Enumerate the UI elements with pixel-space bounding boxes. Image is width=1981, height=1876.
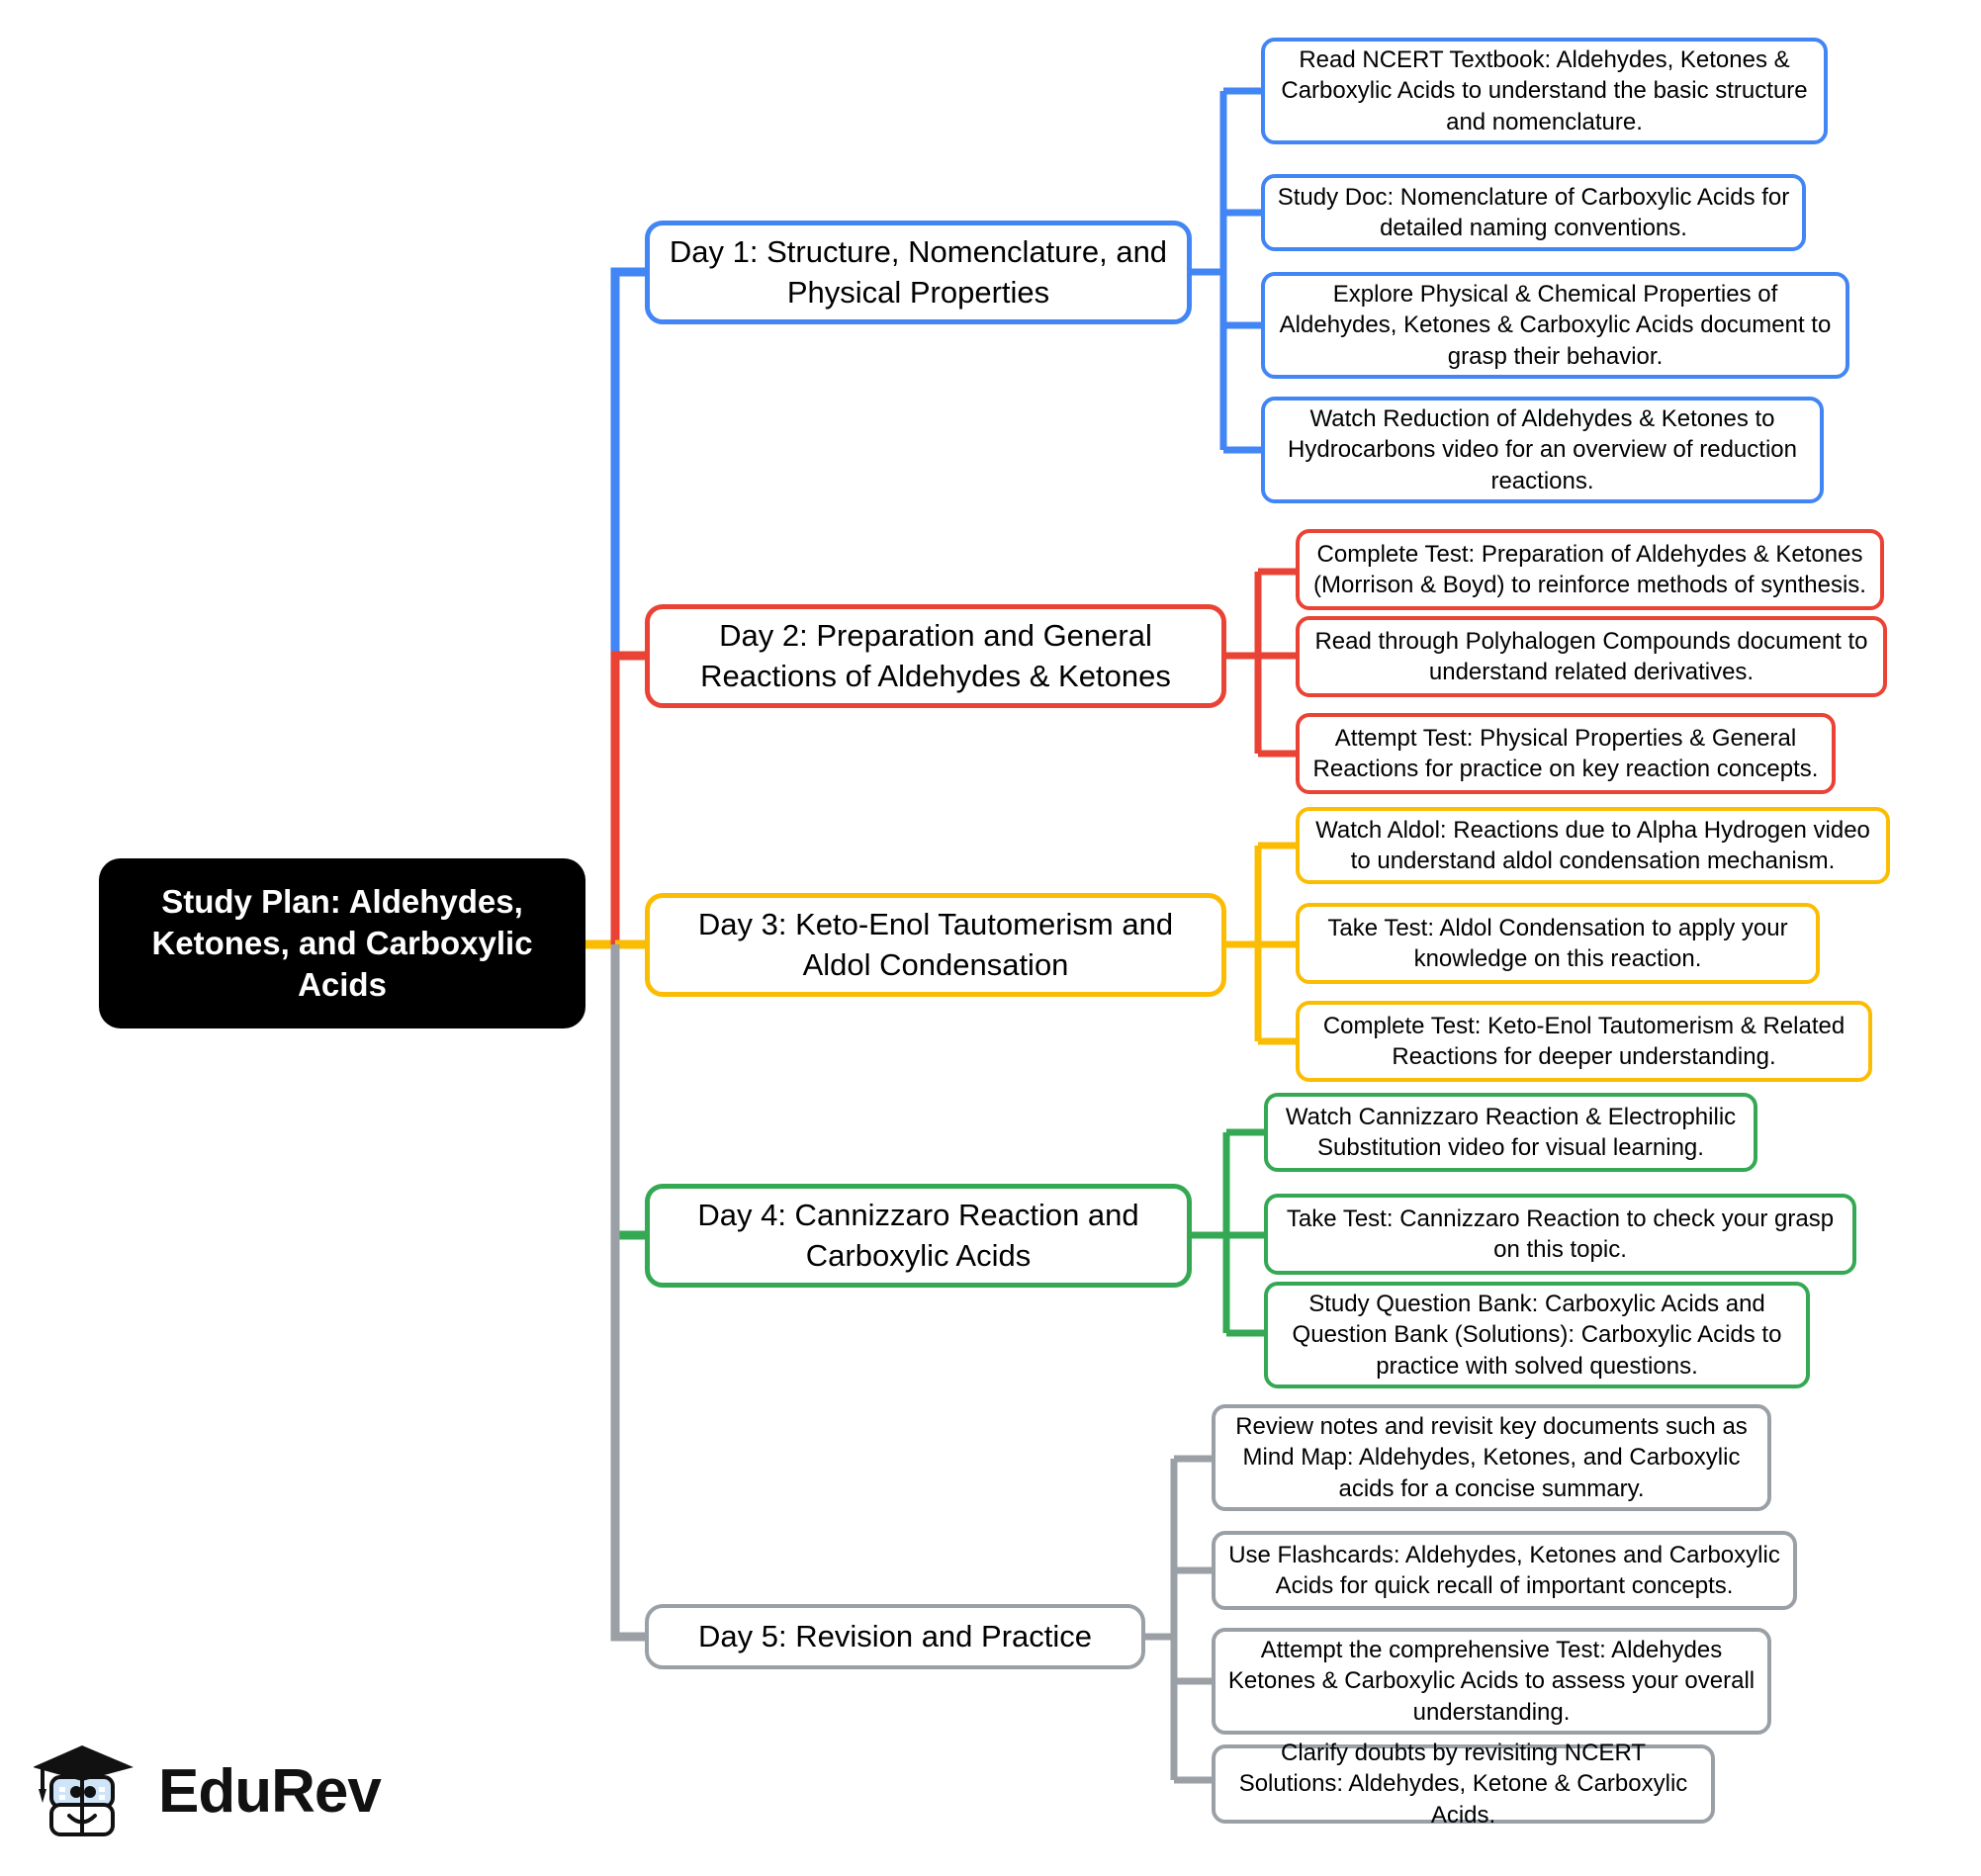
branch-node-day2-label: Day 2: Preparation and General Reactions… xyxy=(700,618,1171,693)
leaf-node-day2-2[interactable]: Read through Polyhalogen Compounds docum… xyxy=(1296,616,1887,697)
leaf-node-day1-1-label: Read NCERT Textbook: Aldehydes, Ketones … xyxy=(1281,46,1808,135)
leaf-node-day5-3[interactable]: Attempt the comprehensive Test: Aldehyde… xyxy=(1212,1628,1771,1735)
leaf-node-day5-4-label: Clarify doubts by revisiting NCERT Solut… xyxy=(1238,1740,1688,1829)
leaf-node-day1-1[interactable]: Read NCERT Textbook: Aldehydes, Ketones … xyxy=(1261,38,1828,144)
leaf-node-day4-3-label: Study Question Bank: Carboxylic Acids an… xyxy=(1292,1291,1782,1380)
leaf-node-day1-2[interactable]: Study Doc: Nomenclature of Carboxylic Ac… xyxy=(1261,174,1806,251)
leaf-node-day5-2-label: Use Flashcards: Aldehydes, Ketones and C… xyxy=(1228,1541,1780,1599)
leaf-node-day2-3[interactable]: Attempt Test: Physical Properties & Gene… xyxy=(1296,713,1836,794)
branch-node-day5[interactable]: Day 5: Revision and Practice xyxy=(645,1604,1145,1669)
branch-node-day5-label: Day 5: Revision and Practice xyxy=(697,1618,1093,1653)
leaf-node-day4-2[interactable]: Take Test: Cannizzaro Reaction to check … xyxy=(1264,1194,1856,1275)
branch-node-day4-label: Day 4: Cannizzaro Reaction and Carboxyli… xyxy=(697,1198,1139,1273)
leaf-node-day5-1[interactable]: Review notes and revisit key documents s… xyxy=(1212,1404,1771,1511)
leaf-node-day3-3-label: Complete Test: Keto-Enol Tautomerism & R… xyxy=(1322,1012,1846,1070)
branch-node-day3[interactable]: Day 3: Keto-Enol Tautomerism and Aldol C… xyxy=(645,893,1226,997)
leaf-node-day5-3-label: Attempt the comprehensive Test: Aldehyde… xyxy=(1227,1637,1756,1726)
branch-node-day3-label: Day 3: Keto-Enol Tautomerism and Aldol C… xyxy=(697,907,1174,982)
edurev-wordmark: EduRev xyxy=(158,1757,382,1826)
leaf-node-day2-1[interactable]: Complete Test: Preparation of Aldehydes … xyxy=(1296,529,1884,610)
leaf-node-day2-2-label: Read through Polyhalogen Compounds docum… xyxy=(1314,627,1868,685)
leaf-node-day1-4[interactable]: Watch Reduction of Aldehydes & Ketones t… xyxy=(1261,397,1824,503)
leaf-node-day5-4[interactable]: Clarify doubts by revisiting NCERT Solut… xyxy=(1212,1740,1715,1829)
leaf-node-day2-3-label: Attempt Test: Physical Properties & Gene… xyxy=(1312,724,1819,782)
leaf-node-day1-3-label: Explore Physical & Chemical Properties o… xyxy=(1279,281,1832,370)
leaf-node-day1-4-label: Watch Reduction of Aldehydes & Ketones t… xyxy=(1288,405,1797,494)
leaf-node-day5-1-label: Review notes and revisit key documents s… xyxy=(1235,1413,1748,1502)
branch-node-day2[interactable]: Day 2: Preparation and General Reactions… xyxy=(645,604,1226,708)
root-node[interactable]: Study Plan: Aldehydes, Ketones, and Carb… xyxy=(99,858,585,1028)
graduation-cap-book-icon xyxy=(34,1745,134,1836)
branch-node-day1-label: Day 1: Structure, Nomenclature, and Phys… xyxy=(669,234,1168,310)
branch-node-day1[interactable]: Day 1: Structure, Nomenclature, and Phys… xyxy=(645,221,1192,324)
root-node-label: Study Plan: Aldehydes, Ketones, and Carb… xyxy=(151,882,533,1004)
leaf-node-day1-3[interactable]: Explore Physical & Chemical Properties o… xyxy=(1261,272,1849,379)
leaf-node-day3-2[interactable]: Take Test: Aldol Condensation to apply y… xyxy=(1296,903,1820,984)
leaf-node-day1-2-label: Study Doc: Nomenclature of Carboxylic Ac… xyxy=(1277,183,1790,241)
leaf-node-day5-2[interactable]: Use Flashcards: Aldehydes, Ketones and C… xyxy=(1212,1531,1797,1610)
leaf-node-day4-1[interactable]: Watch Cannizzaro Reaction & Electrophili… xyxy=(1264,1093,1757,1172)
leaf-node-day4-2-label: Take Test: Cannizzaro Reaction to check … xyxy=(1286,1205,1835,1263)
leaf-node-day3-3[interactable]: Complete Test: Keto-Enol Tautomerism & R… xyxy=(1296,1001,1872,1082)
edurev-logo: EduRev xyxy=(34,1733,382,1851)
leaf-node-day3-1-label: Watch Aldol: Reactions due to Alpha Hydr… xyxy=(1315,816,1870,874)
branch-node-day4[interactable]: Day 4: Cannizzaro Reaction and Carboxyli… xyxy=(645,1184,1192,1288)
leaf-node-day4-3[interactable]: Study Question Bank: Carboxylic Acids an… xyxy=(1264,1282,1810,1388)
leaf-node-day2-1-label: Complete Test: Preparation of Aldehydes … xyxy=(1313,540,1866,598)
leaf-node-day4-1-label: Watch Cannizzaro Reaction & Electrophili… xyxy=(1285,1103,1737,1161)
leaf-node-day3-1[interactable]: Watch Aldol: Reactions due to Alpha Hydr… xyxy=(1296,807,1890,884)
leaf-node-day3-2-label: Take Test: Aldol Condensation to apply y… xyxy=(1327,914,1788,972)
